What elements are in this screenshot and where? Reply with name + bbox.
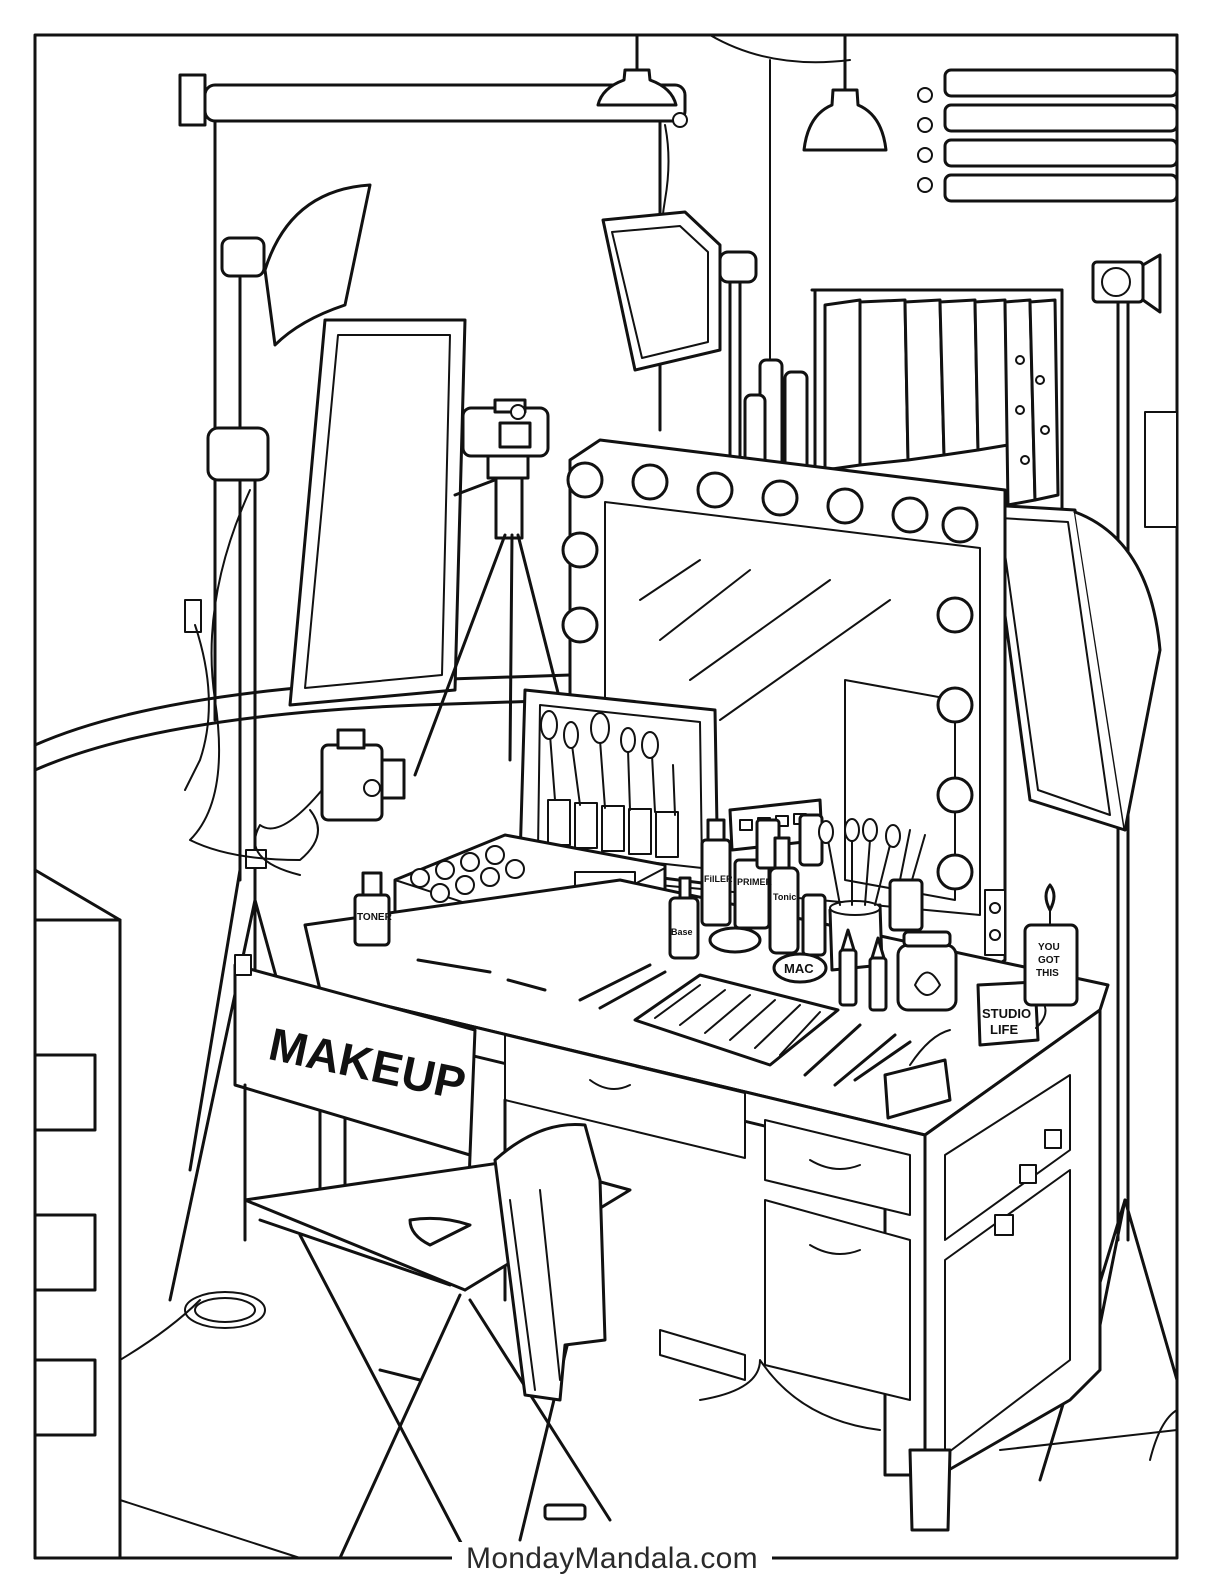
brand-watermark[interactable]: MondayMandala.com <box>452 1542 772 1575</box>
pendant-lamps <box>596 33 888 471</box>
candle-label-line3: THIS <box>1036 968 1059 979</box>
clothing-rack <box>810 288 1064 522</box>
compact-label: MAC <box>784 961 814 976</box>
base-label: Base <box>671 927 693 937</box>
mug-label-line1: STUDIO <box>982 1006 1031 1021</box>
middle-softbox-light <box>601 210 758 472</box>
backdrop-roll <box>178 73 688 722</box>
primer-label: PRIMER <box>737 877 773 887</box>
desk-products <box>353 813 1079 1120</box>
right-softbox-light <box>988 503 1162 832</box>
mug-label-line2: LIFE <box>990 1022 1018 1037</box>
toner-label: TONER <box>357 912 393 923</box>
tonic-label: Tonic <box>773 892 796 902</box>
floor-cables <box>119 1291 1178 1461</box>
director-chair <box>233 954 632 1562</box>
portable-light <box>254 728 406 876</box>
filler-label: FilLER <box>704 874 733 884</box>
candle-label-line1: YOU <box>1038 942 1060 953</box>
candle-label-line2: GOT <box>1038 955 1060 966</box>
paper-rolls-rack <box>917 68 1179 203</box>
site-footer: MondayMandala.com <box>0 1542 1224 1576</box>
paper-tubes <box>743 358 809 472</box>
